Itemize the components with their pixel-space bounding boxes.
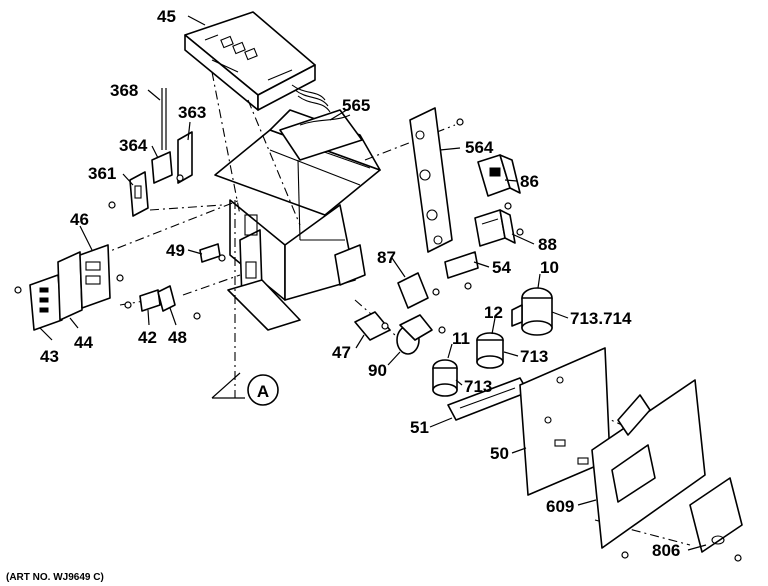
part-50-circuit-board [519, 347, 611, 496]
label-11: 11 [452, 329, 470, 348]
art-number: (ART NO. WJ9649 C) [6, 572, 104, 583]
label-87: 87 [377, 248, 396, 267]
label-361: 361 [88, 164, 116, 183]
label-42: 42 [138, 328, 157, 347]
label-564: 564 [465, 138, 494, 157]
part-47-bracket [354, 311, 391, 341]
callout-a: A [211, 372, 279, 406]
label-44: 44 [74, 333, 93, 352]
label-88: 88 [538, 235, 557, 254]
leader-lines [39, 15, 707, 551]
label-90: 90 [368, 361, 387, 380]
label-713-a: 713 [520, 347, 548, 366]
label-806: 806 [652, 541, 680, 560]
label-12: 12 [484, 303, 503, 322]
label-713-b: 713 [464, 377, 492, 396]
part-number-labels: 45 368 363 565 364 564 361 86 46 88 49 8… [40, 7, 680, 560]
part-806-cover [689, 477, 743, 562]
label-51: 51 [410, 418, 429, 437]
label-565: 565 [342, 96, 370, 115]
label-609: 609 [546, 497, 574, 516]
part-609-panel [591, 379, 706, 559]
part-10-lamp-holder [511, 287, 553, 336]
label-46: 46 [70, 210, 89, 229]
part-86-switch [477, 154, 521, 210]
label-43: 43 [40, 347, 59, 366]
parts-361-364-switches [108, 88, 193, 217]
main-frame-assembly [214, 109, 381, 331]
label-50: 50 [490, 444, 509, 463]
label-10: 10 [540, 258, 559, 277]
label-86: 86 [520, 172, 539, 191]
label-47: 47 [332, 343, 351, 362]
label-713-714: 713.714 [570, 309, 632, 328]
parts-42-48-49 [124, 243, 226, 320]
label-49: 49 [166, 241, 185, 260]
callout-a-letter: A [257, 382, 269, 401]
part-564-bracket [409, 107, 464, 253]
part-565-harness [279, 109, 363, 161]
label-364: 364 [119, 136, 148, 155]
label-45: 45 [157, 7, 176, 26]
label-48: 48 [168, 328, 187, 347]
parts-87-54 [397, 251, 479, 309]
part-88-relay [474, 209, 524, 247]
part-11-socket [432, 359, 458, 397]
label-54: 54 [492, 258, 511, 277]
parts-43-44-46-switch-bank [14, 244, 124, 331]
label-363: 363 [178, 103, 206, 122]
part-12-lamp-base [476, 332, 504, 369]
label-368: 368 [110, 81, 138, 100]
part-90-component [396, 314, 446, 355]
part-45-control-panel [184, 11, 331, 113]
